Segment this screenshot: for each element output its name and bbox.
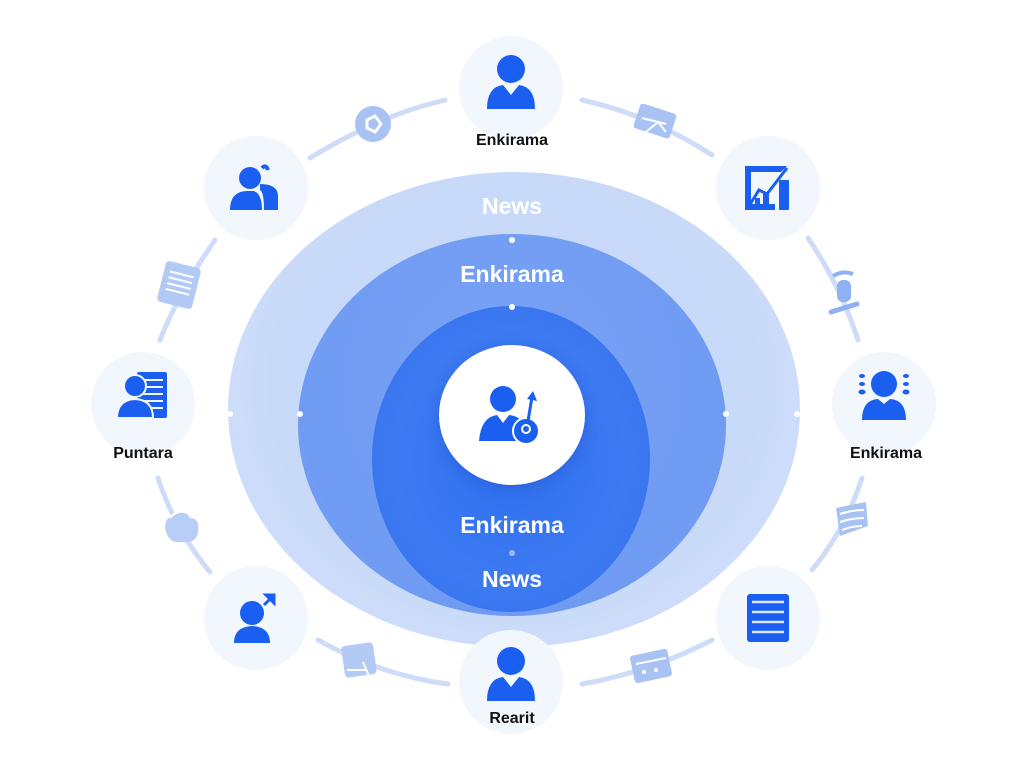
pin-icon — [828, 270, 860, 315]
user-profile-icon — [230, 164, 278, 210]
ring-dot — [297, 411, 303, 417]
user-key-icon — [479, 386, 540, 445]
node-left-label: Puntara — [113, 445, 173, 462]
node-bottom-right[interactable] — [716, 566, 820, 670]
user-broadcast-icon — [858, 371, 910, 420]
outer-ring-top-label: News — [481, 193, 543, 219]
card-icon — [630, 648, 672, 684]
node-bottom[interactable] — [459, 630, 563, 734]
node-top-left[interactable] — [204, 136, 308, 240]
ring-dot — [509, 304, 515, 310]
chart-growth-icon — [745, 166, 789, 210]
user-arrow-icon — [234, 593, 276, 643]
node-right[interactable] — [832, 352, 936, 456]
middle-ring-top-label: Enkirama — [460, 261, 564, 287]
inner-ring-bottom-label: Enkirama — [460, 512, 564, 538]
ring-dot — [227, 411, 233, 417]
node-bottom-label: Rearit — [489, 710, 535, 727]
user-icon — [487, 647, 535, 701]
envelope-icon — [633, 104, 677, 139]
node-right-label: Enkirama — [849, 445, 923, 462]
node-top[interactable] — [459, 36, 563, 140]
ring-dot — [794, 411, 800, 417]
user-list-icon — [117, 372, 167, 419]
user-icon — [487, 55, 535, 109]
tag-icon — [355, 106, 391, 142]
ring-dot — [509, 550, 515, 556]
notepad-icon — [157, 261, 201, 309]
middle-ring-bottom-label: News — [481, 566, 543, 592]
ring-dot — [509, 237, 515, 243]
document-icon — [747, 594, 789, 642]
node-bottom-left[interactable] — [204, 566, 308, 670]
ring-dot — [723, 411, 729, 417]
signal-icon — [836, 502, 868, 536]
cloud-icon — [165, 510, 199, 543]
node-top-label: Enkirama — [475, 132, 549, 149]
node-top-right[interactable] — [716, 136, 820, 240]
node-left[interactable] — [91, 352, 195, 456]
center-hub[interactable] — [439, 345, 585, 485]
image-edit-icon — [341, 642, 377, 678]
